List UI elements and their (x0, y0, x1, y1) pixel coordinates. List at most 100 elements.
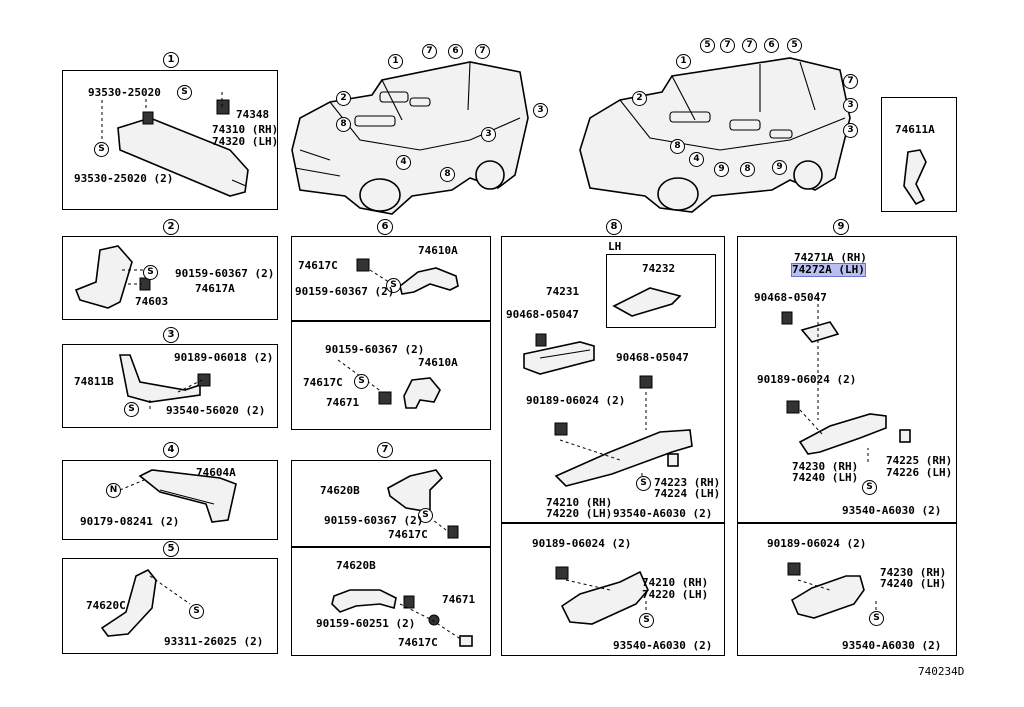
part-number[interactable]: 74320 (LH) (212, 135, 279, 148)
part-number[interactable]: 90189-06024 (2) (757, 373, 857, 386)
panel-7-ref[interactable]: 7 (377, 442, 393, 458)
part-number[interactable]: 93540-A6030 (2) (613, 639, 713, 652)
part-number[interactable]: 74232 (642, 262, 676, 275)
part-number[interactable]: 74671 (326, 396, 360, 409)
panel-9-ref[interactable]: 9 (833, 219, 849, 235)
part-number[interactable]: 74348 (236, 108, 270, 121)
panel-8-ref[interactable]: 8 (606, 219, 622, 235)
part-number-highlighted[interactable]: 74272A (LH) (791, 263, 866, 277)
callout-right[interactable]: 7 (742, 38, 757, 53)
part-number[interactable]: 74620C (86, 599, 126, 612)
part-number[interactable]: 90159-60367 (2) (325, 343, 425, 356)
part-number[interactable]: 74617C (298, 259, 338, 272)
callout-right[interactable]: 9 (772, 160, 787, 175)
part-number[interactable]: 90468-05047 (616, 351, 689, 364)
part-number[interactable]: 74617C (388, 528, 428, 541)
callout-right[interactable]: 7 (843, 74, 858, 89)
armrest-9-lower-drawing (787, 562, 877, 622)
part-number[interactable]: 93540-A6030 (2) (613, 507, 713, 520)
part-number[interactable]: 74223 (RH) (654, 476, 721, 489)
part-number[interactable]: 74610A (418, 356, 458, 369)
screw-symbol: S (177, 85, 192, 100)
part-number[interactable]: 74210 (RH) (546, 496, 613, 509)
part-number[interactable]: 90159-60367 (2) (324, 514, 424, 527)
part-number[interactable]: 90468-05047 (506, 308, 579, 321)
screw-symbol: S (636, 476, 651, 491)
part-number[interactable]: 90468-05047 (754, 291, 827, 304)
panel-6-ref[interactable]: 6 (377, 219, 393, 235)
callout-right[interactable]: 2 (632, 91, 647, 106)
callout-left[interactable]: 1 (388, 54, 403, 69)
callout-left[interactable]: 3 (533, 103, 548, 118)
part-number[interactable]: 93540-A6030 (2) (842, 639, 942, 652)
callout-left[interactable]: 6 (448, 44, 463, 59)
part-number[interactable]: 74811B (74, 375, 114, 388)
part-number[interactable]: 74617A (195, 282, 235, 295)
screw-symbol: S (354, 374, 369, 389)
part-number[interactable]: 90159-60367 (2) (295, 285, 395, 298)
panel-4-ref[interactable]: 4 (163, 442, 179, 458)
part-number[interactable]: 90189-06018 (2) (174, 351, 274, 364)
callout-right[interactable]: 6 (764, 38, 779, 53)
part-number[interactable]: 74620B (336, 559, 376, 572)
part-number[interactable]: 74220 (LH) (546, 507, 613, 520)
part-number[interactable]: 90179-08241 (2) (80, 515, 180, 528)
part-number[interactable]: 74610A (418, 244, 458, 257)
part-number[interactable]: 74671 (442, 593, 476, 606)
callout-left[interactable]: 7 (475, 44, 490, 59)
part-number[interactable]: 90189-06024 (2) (767, 537, 867, 550)
panel-1-ref[interactable]: 1 (163, 52, 179, 68)
panel-1 (62, 70, 278, 210)
part-number[interactable]: 74226 (LH) (886, 466, 953, 479)
callout-left[interactable]: 8 (440, 167, 455, 182)
panel-2-ref[interactable]: 2 (163, 219, 179, 235)
panel-5-ref[interactable]: 5 (163, 541, 179, 557)
callout-right[interactable]: 9 (714, 162, 729, 177)
part-number[interactable]: 93311-26025 (2) (164, 635, 264, 648)
panel-3-ref[interactable]: 3 (163, 327, 179, 343)
part-number[interactable]: 74230 (RH) (880, 566, 947, 579)
callout-right[interactable]: 5 (787, 38, 802, 53)
callout-right[interactable]: 5 (700, 38, 715, 53)
callout-left[interactable]: 3 (481, 127, 496, 142)
part-number[interactable]: 74231 (546, 285, 580, 298)
callout-right[interactable]: 8 (740, 162, 755, 177)
callout-right[interactable]: 3 (843, 98, 858, 113)
part-number[interactable]: 90159-60367 (2) (175, 267, 275, 280)
assist-grip-2-drawing (74, 245, 151, 309)
callout-right[interactable]: 4 (689, 152, 704, 167)
part-number[interactable]: 74617C (303, 376, 343, 389)
callout-right[interactable]: 8 (670, 139, 685, 154)
part-number[interactable]: 74240 (LH) (792, 471, 859, 484)
part-number[interactable]: 74617C (398, 636, 438, 649)
panel-74611a (881, 97, 957, 212)
callout-left[interactable]: 7 (422, 44, 437, 59)
screw-symbol: S (418, 508, 433, 523)
part-number[interactable]: 74210 (RH) (642, 576, 709, 589)
part-number[interactable]: 74603 (135, 295, 169, 308)
part-number[interactable]: 90159-60251 (2) (316, 617, 416, 630)
part-number[interactable]: 93540-56020 (2) (166, 404, 266, 417)
armrest-9-drawing (781, 292, 911, 462)
part-number[interactable]: 74271A (RH) (794, 251, 867, 264)
callout-right[interactable]: 3 (843, 123, 858, 138)
part-number[interactable]: 74230 (RH) (792, 460, 859, 473)
part-number[interactable]: 90189-06024 (2) (526, 394, 626, 407)
part-number[interactable]: 93540-A6030 (2) (842, 504, 942, 517)
part-number[interactable]: 74240 (LH) (880, 577, 947, 590)
part-number[interactable]: 74620B (320, 484, 360, 497)
callout-right[interactable]: 7 (720, 38, 735, 53)
part-number[interactable]: 74611A (895, 123, 935, 136)
callout-left[interactable]: 4 (396, 155, 411, 170)
part-number[interactable]: 74604A (196, 466, 236, 479)
part-number[interactable]: 74224 (LH) (654, 487, 721, 500)
part-number[interactable]: 90189-06024 (2) (532, 537, 632, 550)
part-number[interactable]: 93530-25020 (2) (74, 172, 174, 185)
part-number[interactable]: 74220 (LH) (642, 588, 709, 601)
callout-left[interactable]: 2 (336, 91, 351, 106)
part-number[interactable]: 74225 (RH) (886, 454, 953, 467)
callout-right[interactable]: 1 (676, 54, 691, 69)
callout-left[interactable]: 8 (336, 117, 351, 132)
part-number[interactable]: 93530-25020 (88, 86, 161, 99)
part-number[interactable]: 74310 (RH) (212, 123, 279, 136)
